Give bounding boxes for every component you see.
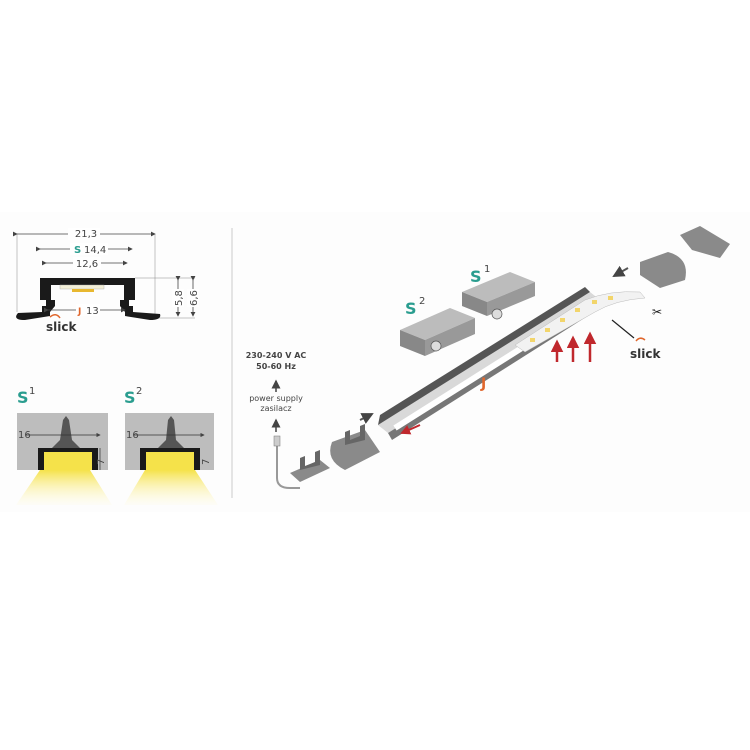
s1-title: S [17,388,29,407]
s2-sup: 2 [136,386,142,397]
screw-icon [158,416,184,448]
dim-inner-width: 12,6 [76,259,98,270]
end-cap-plug [290,460,330,482]
j-tape-label: J [480,376,486,392]
cable [276,440,300,489]
s1-sup: 1 [29,386,35,397]
dim-total-height: 6,6 [189,290,200,306]
scissors-icon: ✂ [652,305,662,319]
dim-s-width: 14,4 [84,245,106,256]
cross-section: 21,3 S 14,4 12,6 J 13 5,8 6,6 slick [13,228,200,334]
led-strip [514,291,646,353]
s2-title: S [124,388,136,407]
j-label: J [77,307,81,317]
power-supply-pl-label: zasilacz [260,404,291,413]
assembly-view: 230-240 V AC 50-60 Hz power supply zasil… [246,226,730,489]
mount-s2: S 2 16 7 [124,386,218,505]
slick-logo: slick [46,320,77,334]
s1-sup: 1 [484,264,490,275]
dim-inner-height: 5,8 [174,290,185,306]
end-cap-plug-right [680,226,730,258]
s1-label: S [470,267,482,286]
cover-s2: S 2 [400,296,475,356]
led-strip [72,289,94,292]
slick-logo: slick [630,347,661,361]
dim-j-width: 13 [86,306,99,317]
end-cap-left [330,430,380,470]
screw-icon [52,416,80,448]
background-band [0,212,750,512]
press-arrows [550,331,597,362]
s1-width: 16 [18,430,31,441]
s2-depth: 7 [201,459,212,465]
s2-label: S [405,299,417,318]
s2-width: 16 [126,430,139,441]
frequency-label: 50-60 Hz [256,362,296,371]
power-supply-label: power supply [249,394,303,403]
s2-sup: 2 [419,296,425,307]
mount-s1: S 1 16 7 [16,386,112,505]
dim-total-width: 21,3 [75,229,97,240]
cover-s1: S 1 [462,264,535,320]
end-cap-right [640,252,686,288]
s-label: S [74,245,81,256]
voltage-label: 230-240 V AC [246,351,307,360]
s1-depth: 7 [96,459,107,465]
